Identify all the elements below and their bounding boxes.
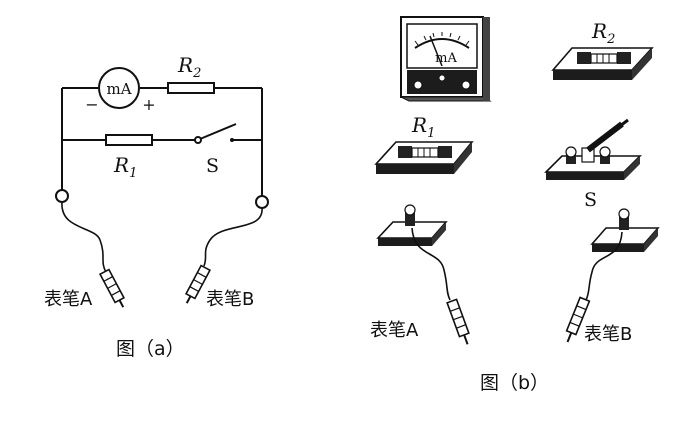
ammeter-plus-sign: + (142, 95, 155, 114)
board-switch-label: S (584, 189, 597, 211)
ammeter-symbol: mA − + (85, 67, 156, 114)
caption-figure-b: 图（b） (480, 372, 549, 394)
resistor-r2-symbol: R2 (167, 53, 215, 94)
probe-a-cable (411, 227, 451, 301)
caption-figure-a: 图（a） (116, 338, 185, 360)
probe-a-wire (61, 201, 107, 273)
board-probe-a-label: 表笔A (370, 320, 419, 341)
figure-a-schematic (61, 87, 263, 196)
probe-b-label: 表笔B (206, 289, 254, 310)
resistor-board-r2: R2 (551, 19, 654, 80)
milliammeter-device: mA (400, 16, 492, 102)
board-r1-label: R1 (411, 113, 435, 141)
resistor-r1-symbol: R1 (105, 134, 153, 181)
board-probe-b-label: 表笔B (584, 324, 632, 345)
switch-label: S (206, 155, 219, 177)
probe-block-b: 表笔B (565, 208, 660, 345)
probe-block-a: 表笔A (370, 204, 470, 345)
probe-pen-b (184, 264, 212, 304)
r1-label: R1 (113, 153, 137, 181)
probe-b-cable (585, 231, 623, 301)
probe-leads-a (55, 189, 269, 273)
meter-face-label: mA (435, 51, 457, 66)
probe-a-label: 表笔A (44, 289, 93, 310)
knife-switch-device: S (544, 118, 642, 211)
board-r2-label: R2 (591, 19, 615, 47)
probe-pen-a (98, 268, 126, 308)
resistor-board-r1: R1 (374, 113, 474, 174)
ammeter-minus-sign: − (85, 95, 98, 114)
r2-label: R2 (177, 53, 201, 81)
switch-s-symbol: S (194, 123, 237, 177)
ammeter-label: mA (106, 80, 131, 98)
probe-b-wire (203, 207, 263, 267)
